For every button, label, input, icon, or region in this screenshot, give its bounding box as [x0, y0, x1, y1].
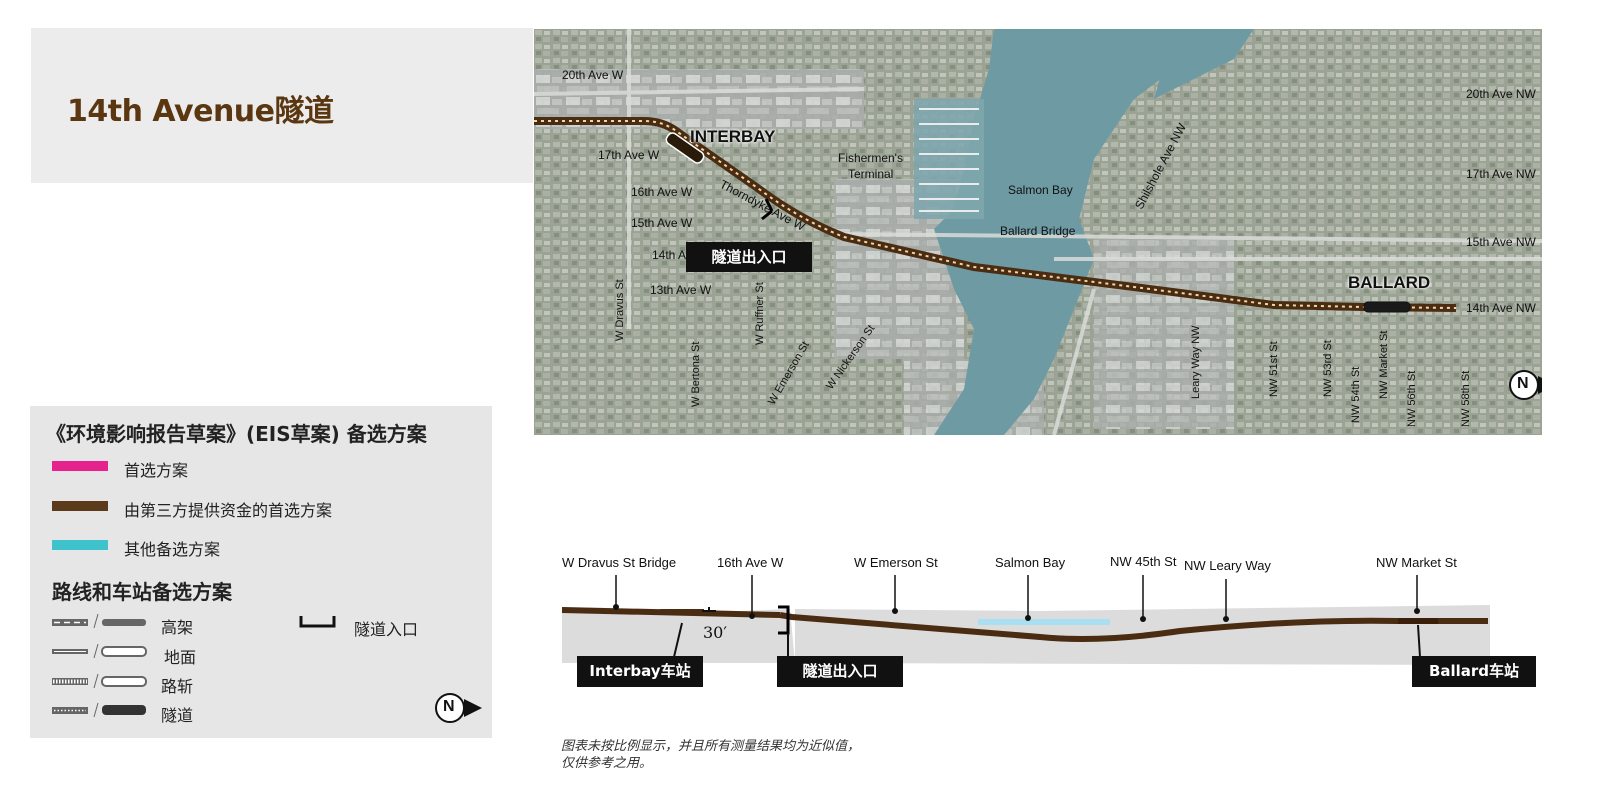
legend-swatch-preferred: [52, 461, 108, 471]
street-w-ruffner: W Ruffner St: [754, 282, 766, 345]
street-leary-way: Leary Way NW: [1190, 325, 1202, 399]
legend-subtitle: 路线和车站备选方案: [52, 580, 232, 604]
scale-note-line-2: 仅供参考之用。: [561, 756, 653, 771]
map-north-arrow: N: [1508, 368, 1542, 400]
north-icon: [435, 693, 482, 723]
profile-label-16th: 16th Ave W: [717, 555, 784, 570]
legend-type-tunnel: 隧道: [161, 706, 194, 725]
map-label-fishermens: Fishermen's: [838, 151, 903, 165]
map-label-ballard-bridge: Ballard Bridge: [1000, 224, 1076, 238]
station-label-interbay: Interbay车站: [577, 656, 703, 687]
street-nw-58th: NW 58th St: [1460, 370, 1472, 427]
street-14th-ave-nw: 14th Ave NW: [1466, 301, 1536, 315]
legend-type-elevated: 高架: [161, 618, 194, 637]
elevated-line-icon: [52, 613, 146, 629]
legend-type-at-grade: 地面: [164, 648, 197, 667]
legend-north-arrow: N: [434, 691, 486, 725]
page-title: 14th Avenue隧道: [67, 94, 334, 129]
tunnel-line-icon: [52, 702, 146, 718]
profile-svg: [561, 575, 1490, 665]
map-label-ballard: BALLARD: [1348, 273, 1431, 292]
legend-north-letter: N: [443, 698, 455, 715]
at-grade-line-icon: [52, 643, 147, 659]
legend-portal-label: 隧道入口: [354, 620, 419, 639]
profile-diagram: W Dravus St Bridge 16th Ave W W Emerson …: [540, 545, 1560, 695]
portal-icon: [299, 616, 336, 628]
salmon-bay-water: [978, 619, 1110, 625]
street-13th-ave-w: 13th Ave W: [650, 283, 712, 297]
street-16th-ave-w: 16th Ave W: [631, 185, 693, 199]
street-nw-53rd: NW 53rd St: [1322, 340, 1334, 397]
profile-label-emerson: W Emerson St: [854, 555, 938, 570]
profile-portal-bracket: [778, 605, 790, 635]
profile-tunnel-line: [779, 612, 1488, 642]
map-label-terminal: Terminal: [848, 167, 894, 181]
street-20th-ave-w: 20th Ave W: [562, 68, 624, 82]
retained-cut-line-icon: [52, 673, 147, 689]
map-portal-label: 隧道出入口: [686, 242, 812, 272]
legend-type-cut: 路斩: [161, 677, 194, 696]
legend-type-icons: [52, 613, 147, 718]
street-nw-56th: NW 56th St: [1406, 370, 1418, 427]
alignment-dashes: [534, 120, 1457, 309]
map-label-salmon-bay: Salmon Bay: [1008, 183, 1073, 197]
map-north-letter: N: [1517, 375, 1529, 392]
street-20th-ave-nw: 20th Ave NW: [1466, 87, 1536, 101]
portal-bracket: [761, 198, 774, 221]
north-icon: [1509, 370, 1542, 400]
legend-panel: 《环境影响报告草案》(EIS草案) 备选方案 首选方案 由第三方提供资金的首选方…: [30, 406, 492, 738]
profile-label-leary: NW Leary Way: [1184, 558, 1271, 573]
street-15th-ave-w: 15th Ave W: [631, 216, 693, 230]
street-nw-54th: NW 54th St: [1350, 366, 1362, 423]
street-w-dravus: W Dravus St: [614, 279, 626, 341]
interbay-station-marker: [665, 132, 705, 164]
scale-note-line-1: 图表未按比例显示，并且所有测量结果均为近似值，: [561, 739, 861, 754]
ballard-station-marker: [1363, 301, 1411, 313]
profile-label-market: NW Market St: [1376, 555, 1457, 570]
street-17th-ave-w: 17th Ave W: [598, 148, 660, 162]
profile-label-salmon-bay: Salmon Bay: [995, 555, 1066, 570]
legend-title: 《环境影响报告草案》(EIS草案) 备选方案: [46, 422, 427, 446]
street-nw-51st: NW 51st St: [1268, 341, 1280, 397]
street-w-bertona: W Bertona St: [690, 341, 702, 407]
legend-swatch-third-party: [52, 501, 108, 511]
street-15th-ave-nw: 15th Ave NW: [1466, 235, 1536, 249]
title-panel: 14th Avenue隧道: [31, 28, 533, 183]
profile-label-dravus: W Dravus St Bridge: [562, 555, 677, 570]
station-label-portal: 隧道出入口: [777, 656, 903, 687]
aerial-map[interactable]: INTERBAY BALLARD Salmon Bay Fishermen's …: [534, 29, 1542, 435]
map-label-interbay: INTERBAY: [690, 127, 776, 146]
legend-swatch-other: [52, 540, 108, 550]
scale-note: 图表未按比例显示，并且所有测量结果均为近似值， 仅供参考之用。: [561, 738, 860, 772]
profile-label-45th: NW 45th St: [1110, 554, 1177, 569]
station-label-ballard: Ballard车站: [1412, 656, 1536, 687]
street-17th-ave-nw: 17th Ave NW: [1466, 167, 1536, 181]
map-svg: [534, 29, 1542, 435]
street-nw-market: NW Market St: [1378, 330, 1390, 399]
legend-label-other: 其他备选方案: [124, 540, 221, 559]
legend-label-preferred: 首选方案: [124, 461, 189, 480]
legend-label-third-party: 由第三方提供资金的首选方案: [124, 501, 333, 520]
profile-depth-label: 30′: [703, 623, 727, 642]
